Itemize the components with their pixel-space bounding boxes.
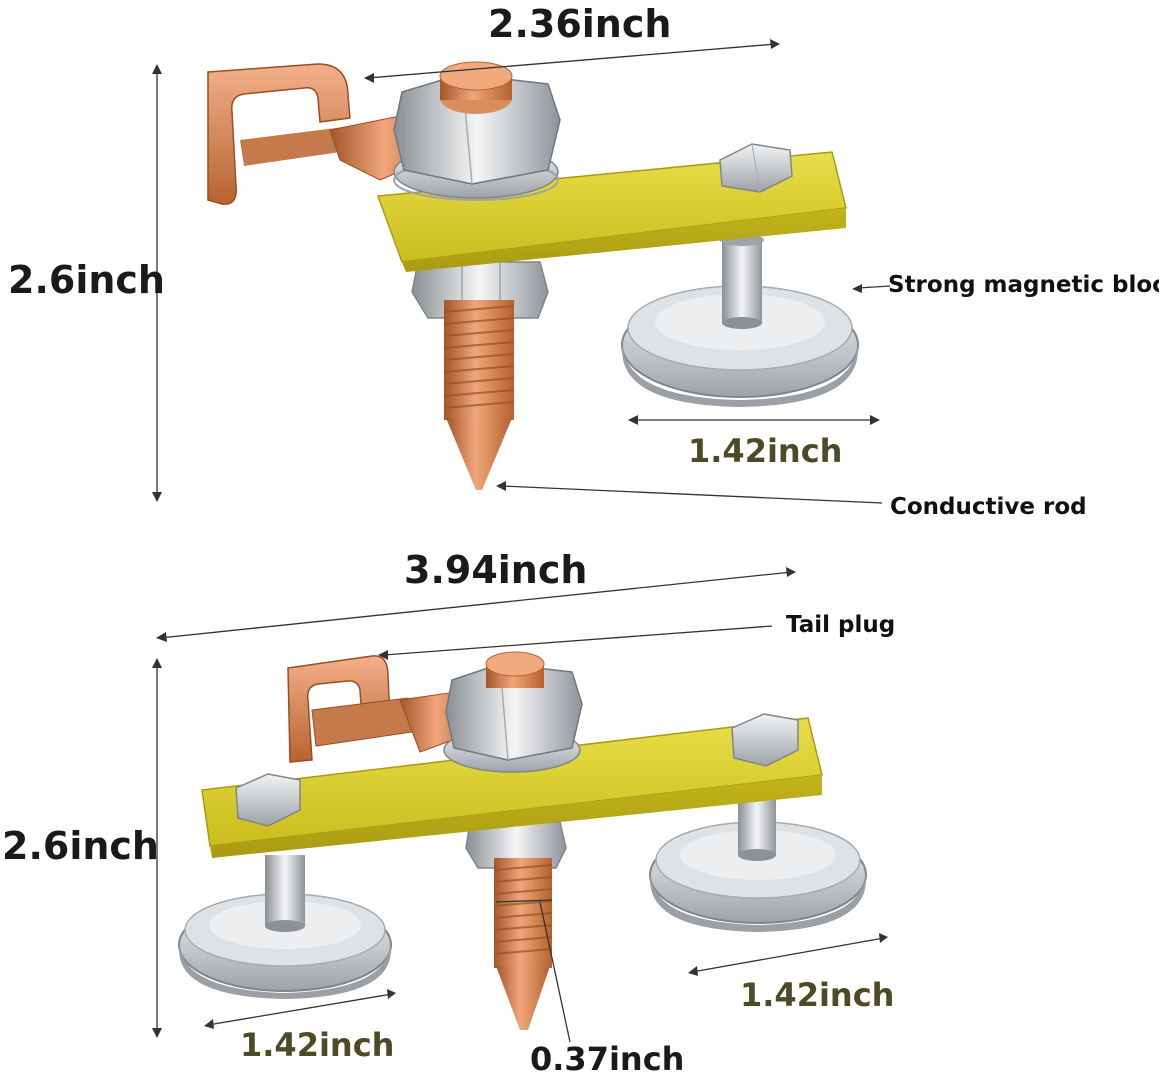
top-magnet-width-label: 1.42inch <box>688 432 843 470</box>
top-width-label: 2.36inch <box>488 2 672 46</box>
bottom-width-label: 3.94inch <box>404 548 588 592</box>
top-magnet-block <box>621 234 859 407</box>
dimension-lines <box>152 39 891 1043</box>
rod-diameter-label: 0.37inch <box>530 1040 685 1078</box>
top-product <box>207 61 859 490</box>
top-height-label: 2.6inch <box>8 258 165 302</box>
bottom-right-magnet-label: 1.42inch <box>740 976 895 1014</box>
bottom-right-bolt <box>731 713 799 767</box>
bottom-yellow-plate <box>201 717 823 858</box>
callout-conductive-rod: Conductive rod <box>890 494 1087 520</box>
top-center-nut <box>393 61 561 201</box>
top-conductive-rod <box>411 261 549 490</box>
bottom-left-magnet-label: 1.42inch <box>240 1026 395 1064</box>
bottom-product <box>178 651 867 1030</box>
bottom-left-bolt <box>235 773 301 827</box>
bottom-conductive-rod <box>465 821 567 1030</box>
bottom-height-label: 2.6inch <box>2 824 159 868</box>
bottom-right-magnet <box>649 790 867 932</box>
callout-tail-plug: Tail plug <box>786 612 896 638</box>
top-right-bolt <box>719 143 793 193</box>
bottom-center-nut <box>443 651 583 773</box>
callout-magnetic-block: Strong magnetic block <box>888 272 1159 298</box>
bottom-left-magnet <box>178 855 392 999</box>
